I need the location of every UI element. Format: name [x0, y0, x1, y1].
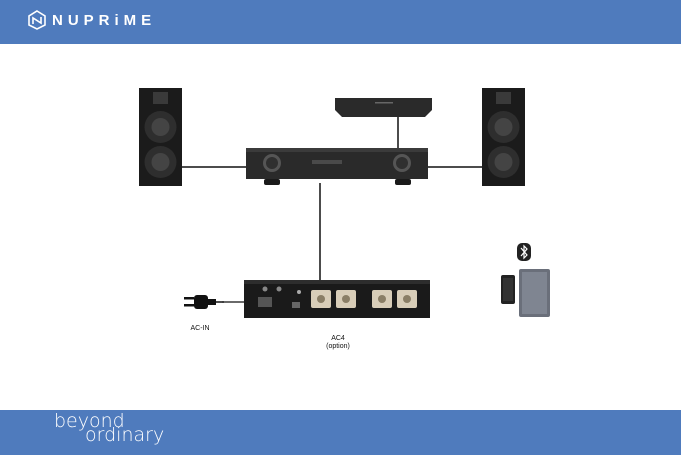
- amplifier-icon: [246, 148, 428, 185]
- speaker-left-icon: [139, 88, 182, 186]
- tagline-ordinary: ordinary: [85, 424, 164, 446]
- tablet-icon: [519, 269, 550, 317]
- ac4-sublabel: (option): [318, 343, 358, 351]
- bluetooth-icon: [517, 243, 531, 261]
- ac4-label: AC4: [318, 335, 358, 343]
- ac4-power-conditioner-icon: [244, 280, 430, 318]
- streamer-icon: [335, 98, 432, 117]
- ac-in-label: AC-IN: [188, 325, 212, 333]
- phone-icon: [501, 275, 515, 304]
- speaker-right-icon: [482, 88, 525, 186]
- power-plug-icon: [184, 295, 224, 309]
